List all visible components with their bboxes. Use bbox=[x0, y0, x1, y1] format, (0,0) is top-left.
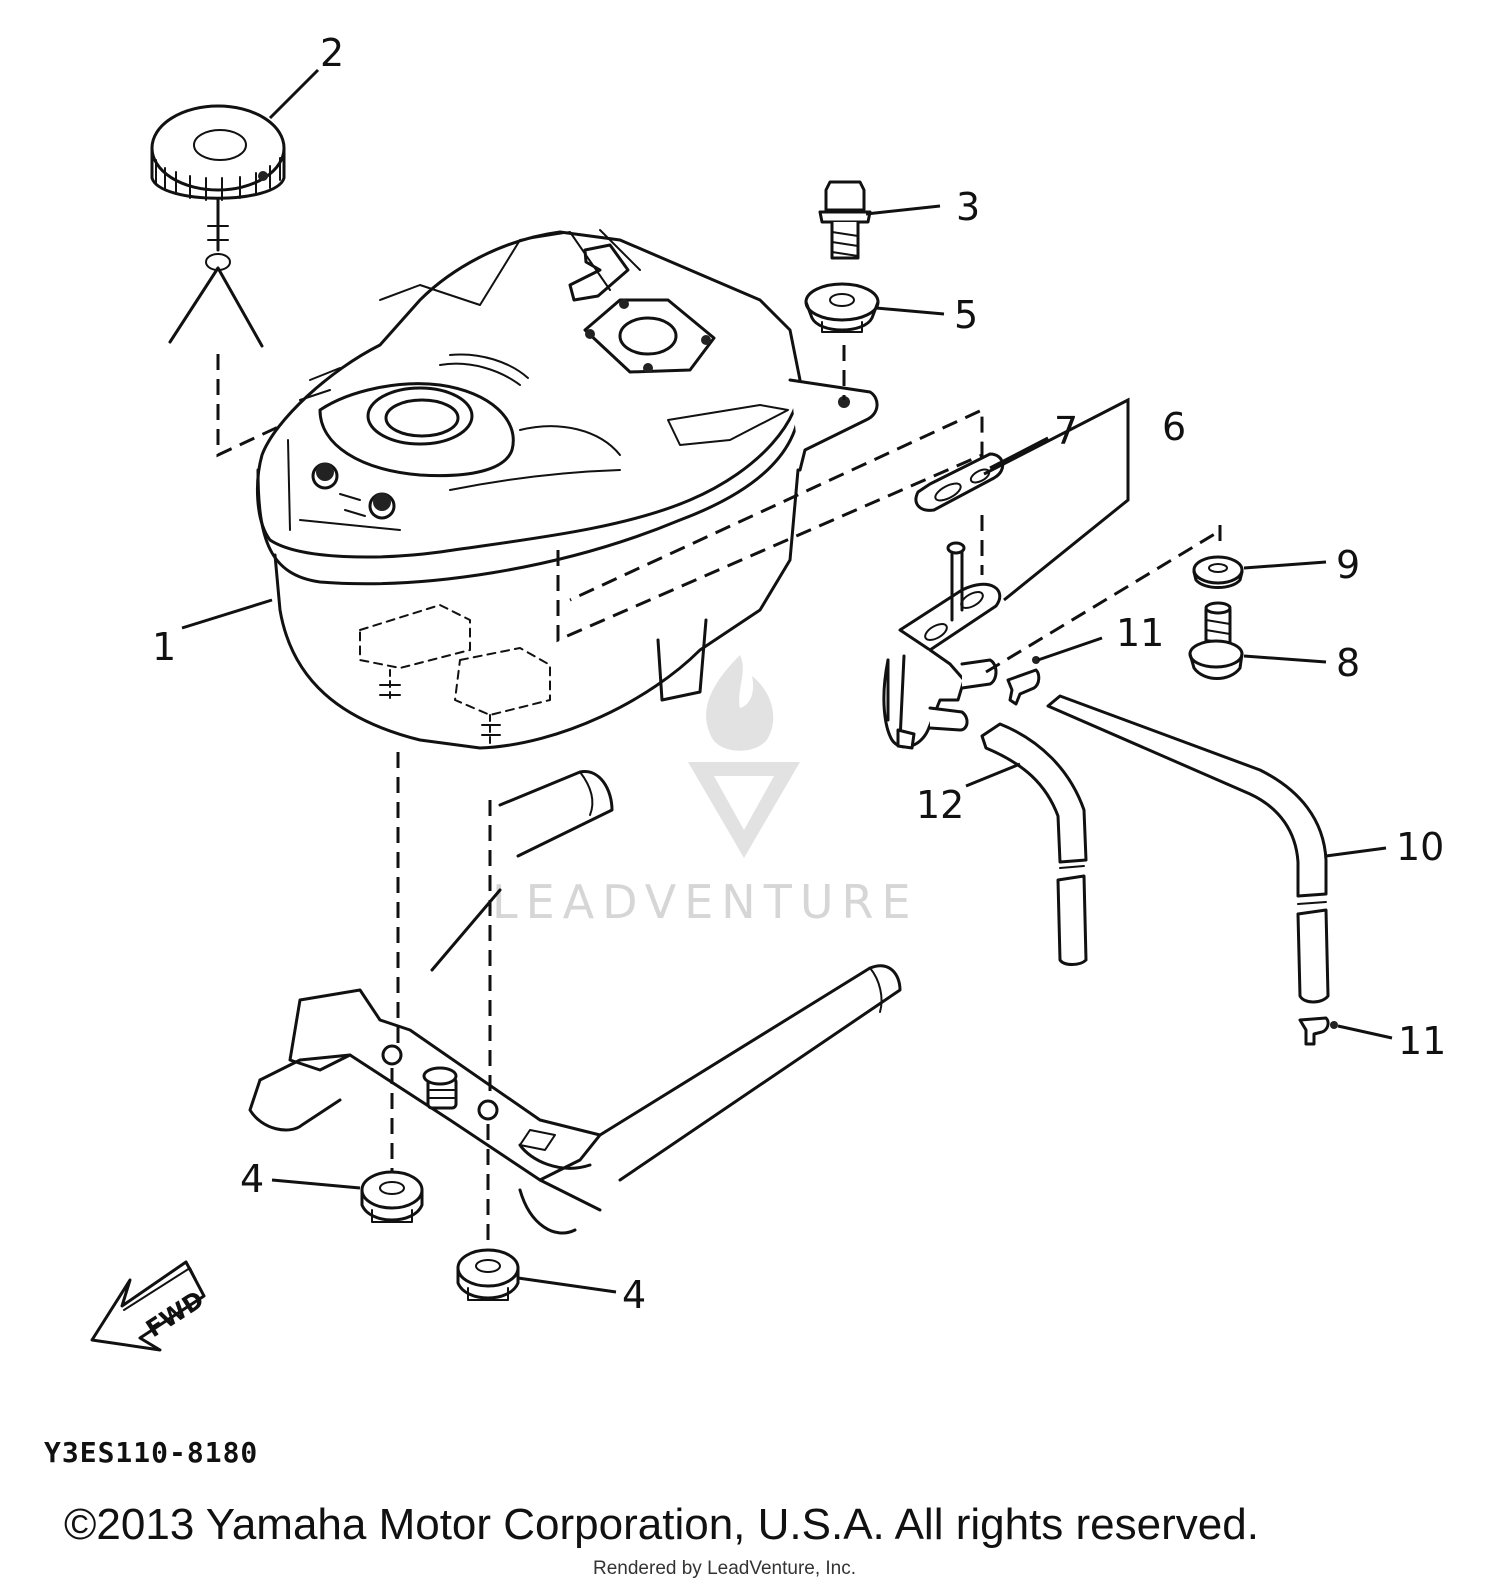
copyright-notice: ©2013 Yamaha Motor Corporation, U.S.A. A… bbox=[64, 1500, 1259, 1549]
callout-leaders bbox=[181, 68, 1393, 1294]
callout-4-left: 4 bbox=[240, 1157, 264, 1201]
forward-arrow: FWD bbox=[90, 1260, 209, 1352]
v-chevron-icon bbox=[688, 762, 800, 858]
flange-nut-right bbox=[456, 1248, 520, 1301]
cock-bolt-line bbox=[985, 525, 1222, 674]
bolt-3 bbox=[818, 180, 872, 260]
callout-numbers: 1 2 3 4 4 5 6 7 8 9 10 11 11 12 bbox=[152, 31, 1446, 1317]
callout-12: 12 bbox=[916, 783, 964, 827]
fuel-cock bbox=[882, 541, 1002, 750]
rendered-by-credit: Rendered by LeadVenture, Inc. bbox=[593, 1558, 857, 1579]
callout-9: 9 bbox=[1336, 543, 1360, 587]
hose-clip-lower bbox=[1298, 1016, 1338, 1046]
hose-clip-upper bbox=[1006, 656, 1041, 706]
bolt-8 bbox=[1188, 601, 1244, 680]
washer-9 bbox=[1192, 555, 1244, 589]
callout-6: 6 bbox=[1162, 405, 1186, 449]
fuel-hose-10 bbox=[1046, 694, 1330, 1004]
callout-11-lower: 11 bbox=[1398, 1019, 1446, 1063]
callout-1: 1 bbox=[152, 625, 176, 669]
fuel-hose-12 bbox=[980, 722, 1088, 966]
leadventure-watermark: LEADVENTURE bbox=[492, 655, 919, 929]
gasket-7 bbox=[914, 452, 1005, 512]
flange-nut-left bbox=[360, 1170, 424, 1223]
fuel-tank bbox=[255, 229, 879, 750]
callout-5: 5 bbox=[954, 293, 978, 337]
callout-8: 8 bbox=[1336, 641, 1360, 685]
watermark-brand: LEADVENTURE bbox=[492, 875, 919, 929]
callout-10: 10 bbox=[1396, 825, 1444, 869]
diagram-code: Y3ES110-8180 bbox=[44, 1436, 259, 1469]
flame-icon bbox=[706, 655, 774, 751]
callout-2: 2 bbox=[320, 31, 344, 75]
callout-4-right: 4 bbox=[622, 1273, 646, 1317]
frame bbox=[248, 770, 902, 1235]
tank-to-cock-line bbox=[556, 407, 984, 643]
grommet-5 bbox=[804, 282, 880, 333]
fuel-cap bbox=[150, 104, 286, 348]
callout-11-upper: 11 bbox=[1116, 611, 1164, 655]
callout-7: 7 bbox=[1054, 409, 1078, 453]
callout-3: 3 bbox=[956, 185, 980, 229]
